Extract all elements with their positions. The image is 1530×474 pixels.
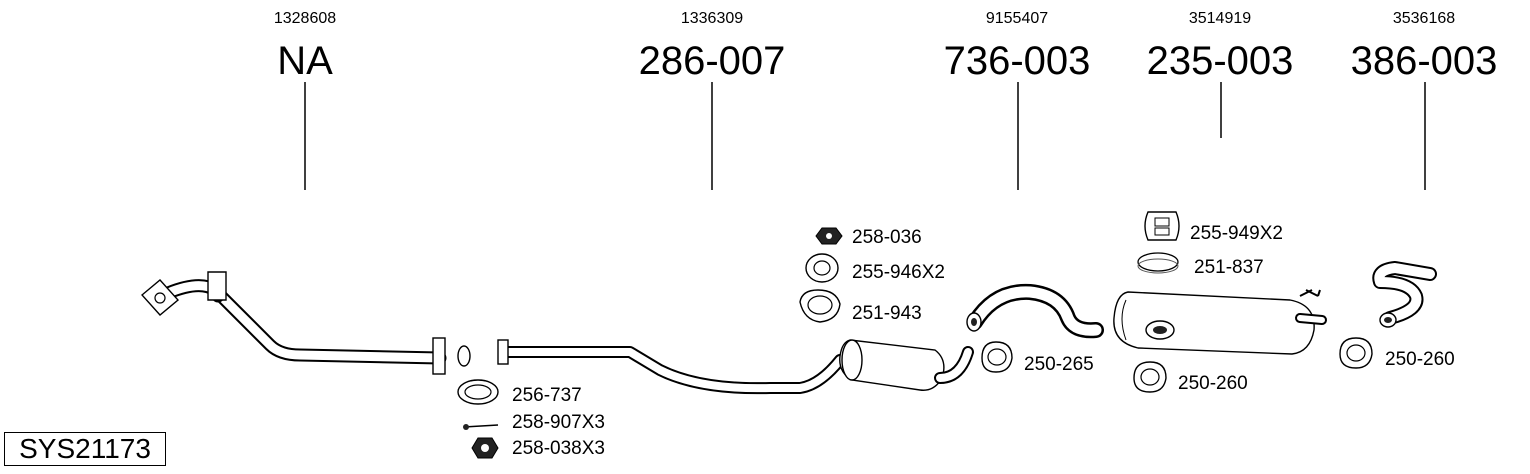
oe-number: 9155407 bbox=[986, 10, 1048, 27]
oe-number: 3536168 bbox=[1393, 10, 1455, 27]
accessory-label[interactable]: 251-943 bbox=[852, 303, 922, 324]
part-number[interactable]: 235-003 bbox=[1147, 39, 1294, 83]
pipe-end bbox=[457, 345, 471, 367]
column-intermediate-pipe: 9155407 736-003 bbox=[944, 10, 1091, 190]
oe-number: 1336309 bbox=[681, 10, 743, 27]
outlet-flange bbox=[432, 337, 446, 375]
pipe-flange bbox=[207, 271, 227, 301]
clamp-icon bbox=[1137, 252, 1179, 272]
middle-silencer bbox=[839, 339, 945, 391]
accessory-label[interactable]: 258-036 bbox=[852, 227, 922, 248]
accessory-label[interactable]: 255-946X2 bbox=[852, 262, 945, 283]
accessories-rear: 255-949X2 251-837 250-260 bbox=[1133, 211, 1283, 394]
column-rear-silencer: 3514919 235-003 bbox=[1147, 10, 1294, 138]
accessories-middle: 258-036 255-946X2 251-943 bbox=[799, 227, 945, 324]
accessory-label[interactable]: 255-949X2 bbox=[1190, 223, 1283, 244]
rear-silencer-drawing[interactable] bbox=[1113, 289, 1327, 355]
column-middle-pipe: 1336309 286-007 bbox=[639, 10, 786, 190]
accessories-front: 256-737 258-907X3 258-038X3 bbox=[457, 379, 605, 459]
accessories-intermediate: 250-265 bbox=[981, 341, 1094, 375]
intermediate-pipe-drawing[interactable] bbox=[966, 283, 1104, 339]
accessory-label[interactable]: 258-907X3 bbox=[512, 412, 605, 433]
accessory-label[interactable]: 251-837 bbox=[1194, 257, 1264, 278]
accessory-label[interactable]: 256-737 bbox=[512, 385, 582, 406]
part-number[interactable]: 286-007 bbox=[639, 39, 786, 83]
accessory-label[interactable]: 250-260 bbox=[1385, 349, 1455, 370]
column-front-pipe: 1328608 NA bbox=[274, 10, 336, 190]
bolt-icon bbox=[463, 424, 499, 428]
rear-silencer bbox=[1113, 291, 1315, 355]
part-number[interactable]: 386-003 bbox=[1351, 39, 1498, 83]
accessories-tail: 250-260 bbox=[1339, 337, 1455, 370]
accessory-label[interactable]: 250-265 bbox=[1024, 354, 1094, 375]
column-tail-pipe: 3536168 386-003 bbox=[1351, 10, 1498, 190]
oe-number: 3514919 bbox=[1189, 10, 1251, 27]
middle-pipe-drawing[interactable] bbox=[497, 339, 974, 395]
part-number[interactable]: NA bbox=[277, 39, 333, 83]
front-pipe-drawing[interactable] bbox=[140, 271, 471, 375]
part-number[interactable]: 736-003 bbox=[944, 39, 1091, 83]
inlet-flange bbox=[497, 339, 509, 365]
oe-number: 1328608 bbox=[274, 10, 336, 27]
tail-pipe-drawing[interactable] bbox=[1372, 261, 1437, 328]
accessory-label[interactable]: 258-038X3 bbox=[512, 438, 605, 459]
system-code-box: SYS21173 bbox=[4, 432, 166, 466]
accessory-label[interactable]: 250-260 bbox=[1178, 373, 1248, 394]
